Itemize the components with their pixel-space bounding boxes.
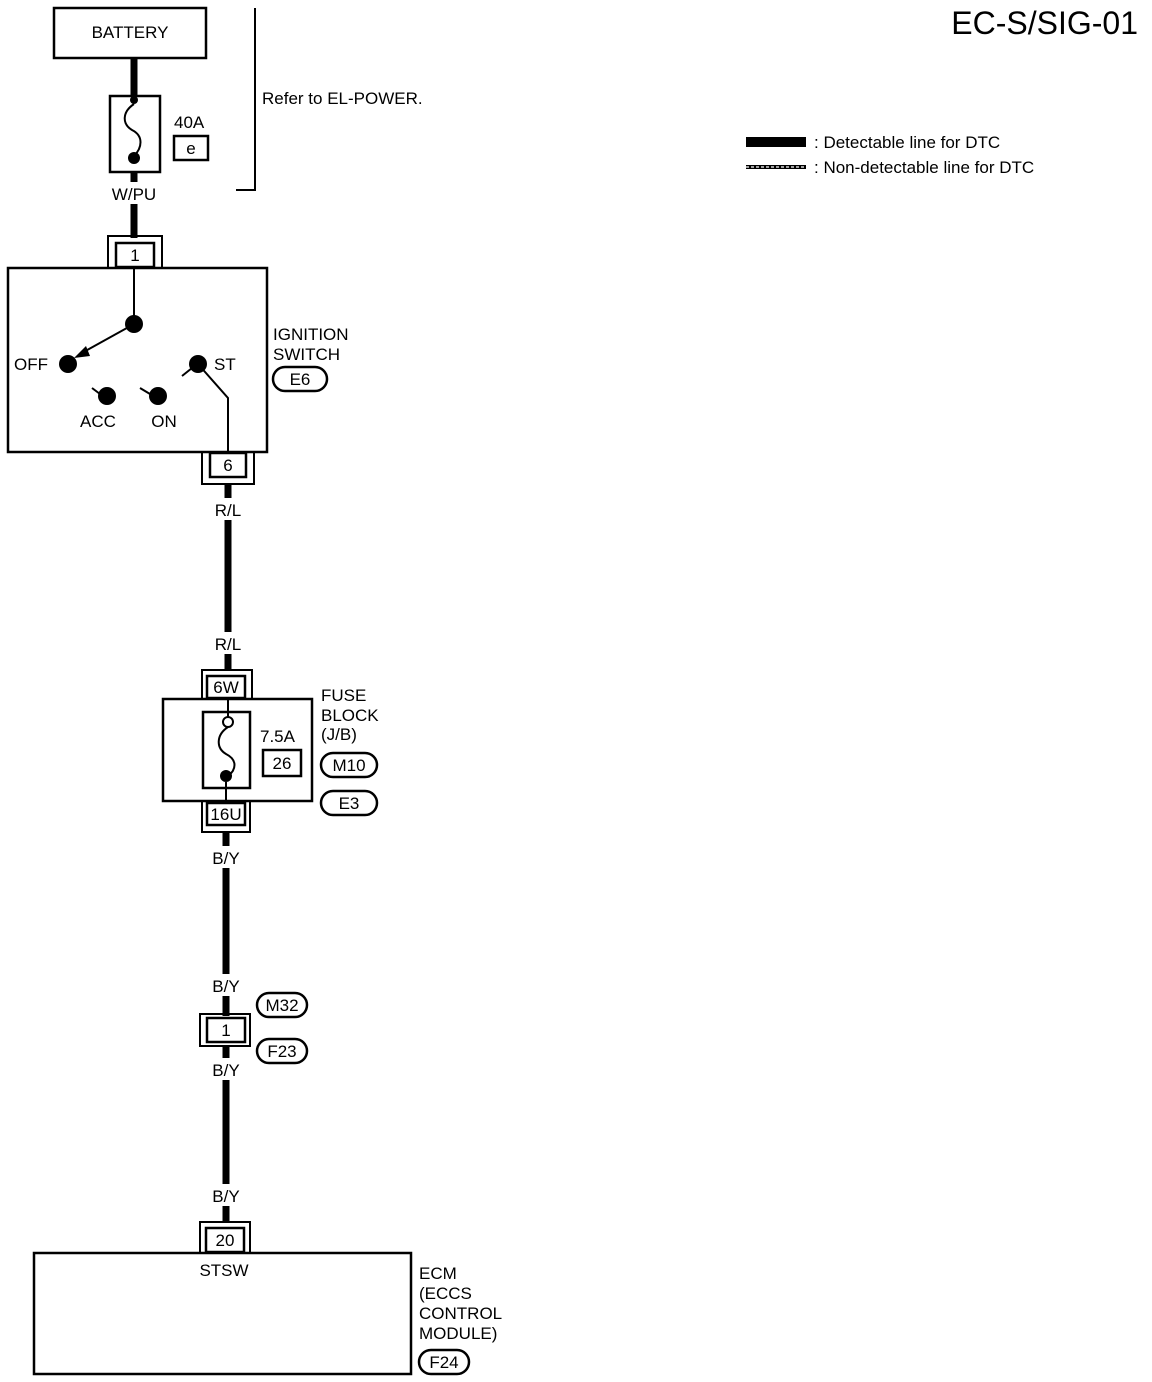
ecm-connector-badge [417, 1348, 471, 1376]
fusible-link-rating: 40A [174, 113, 205, 132]
wire-label-r-l-top: R/L [215, 501, 241, 520]
fuse-bottom-terminal [220, 770, 232, 782]
switch-arm-arrowhead [74, 346, 90, 358]
wire-label-bg [203, 1184, 249, 1206]
legend: : Detectable line for DTC : Non-detectab… [746, 133, 1034, 177]
pin-label: 16U [210, 805, 241, 824]
joint-housing-top [199, 1013, 251, 1030]
wire-label-bg [104, 182, 162, 204]
battery-label: BATTERY [92, 23, 169, 42]
ecm-name-line1: ECM [419, 1264, 457, 1283]
battery: BATTERY [52, 6, 208, 60]
ecm-connector: F24 [429, 1353, 458, 1372]
legend-non-detectable-label: : Non-detectable line for DTC [814, 158, 1034, 177]
switch-off-label: OFF [14, 355, 48, 374]
switch-st-lead [197, 363, 229, 452]
joint-connector-bottom-badge [255, 1037, 309, 1065]
fusible-link: 40A e [108, 94, 210, 174]
ecm-box [32, 1251, 413, 1376]
refer-bracket-line [236, 8, 256, 191]
fuse-block-name-line1: FUSE [321, 686, 366, 705]
refer-bracket: Refer to EL-POWER. [236, 8, 423, 191]
fuse-block-connector-2: E3 [339, 794, 360, 813]
switch-on-label: ON [151, 412, 177, 431]
ignition-switch-name-line2: SWITCH [273, 345, 340, 364]
wire-label-bg [206, 498, 250, 520]
wire-label-bg [206, 632, 250, 654]
switch-on-dot [149, 387, 167, 405]
ignition-switch-name-line1: IGNITION [273, 325, 349, 344]
ignition-switch-connector-badge [271, 365, 329, 393]
fusible-link-id-box [172, 134, 210, 162]
fuse-top-terminal [222, 716, 234, 728]
joint-connector-bottom: F23 [267, 1042, 296, 1061]
fuse-block-name-line2: BLOCK [321, 706, 379, 725]
ecm: STSW [32, 1251, 413, 1376]
connector-housing [199, 1221, 251, 1253]
wire-label-bg [203, 974, 249, 996]
page-title: EC-S/SIG-01 [951, 5, 1138, 41]
joint-pin-label: 1 [221, 1021, 230, 1040]
battery-box [52, 6, 208, 60]
fuse-rating: 7.5A [260, 727, 296, 746]
refer-note: Refer to EL-POWER. [262, 89, 423, 108]
fusible-link-id: e [186, 139, 195, 158]
switch-off-dot [59, 355, 77, 373]
ignition-switch-pin-out: 6 [201, 451, 255, 485]
ecm-terminal-name: STSW [199, 1261, 248, 1280]
ignition-switch: OFF ACC ON ST [6, 266, 269, 454]
joint-connector-top-badge [255, 991, 309, 1019]
fuse-number: 26 [273, 754, 292, 773]
switch-st-label: ST [214, 355, 236, 374]
fuse-block-pin-out: 16U [201, 801, 251, 833]
joint-pin-box [205, 1016, 247, 1044]
pin-label: 1 [130, 246, 139, 265]
wire-label-b-y-joint-in: B/Y [212, 977, 239, 996]
switch-st-stub [181, 367, 193, 377]
wire-label-b-y-joint-out: B/Y [212, 1061, 239, 1080]
legend-detectable-label: : Detectable line for DTC [814, 133, 1000, 152]
switch-arm [79, 323, 135, 355]
wire-label-w-pu: W/PU [112, 185, 156, 204]
fusible-link-top-terminal [130, 96, 138, 104]
wire-label-r-l-bottom: R/L [215, 635, 241, 654]
connector-housing [201, 669, 253, 699]
fuse-element-icon [217, 726, 236, 777]
legend-detectable-swatch [746, 137, 806, 147]
switch-acc-label: ACC [80, 412, 116, 431]
joint-connector: 1 [199, 1013, 251, 1047]
fuse-block-connector-2-badge [319, 789, 379, 817]
switch-on-stub [139, 387, 151, 395]
fuse-block-connector-1: M10 [332, 756, 365, 775]
fuse-number-box [261, 748, 303, 778]
fusible-link-element-icon [123, 103, 142, 157]
pin-box [205, 801, 247, 827]
fuse-block-pin-in: 6W [201, 669, 253, 700]
wire-label-bg [203, 846, 249, 868]
joint-connector-top: M32 [265, 996, 298, 1015]
pin-box [208, 451, 248, 479]
fuse-block-connector-1-badge [319, 751, 379, 779]
connector-housing [107, 235, 163, 268]
ignition-switch-box [6, 266, 269, 454]
ignition-switch-connector: E6 [290, 370, 311, 389]
pin-label: 20 [216, 1231, 235, 1250]
pin-label: 6W [213, 678, 239, 697]
wire-label-bg [203, 1058, 249, 1080]
wire-label-b-y-ecm-in: B/Y [212, 1187, 239, 1206]
wire-label-b-y-fuse-out: B/Y [212, 849, 239, 868]
fusible-link-bottom-terminal [128, 152, 140, 164]
ecm-name-line3: CONTROL [419, 1304, 502, 1323]
ecm-pin: 20 [199, 1221, 251, 1254]
ecm-name-line2: (ECCS [419, 1284, 472, 1303]
ecm-name-line4: MODULE) [419, 1324, 497, 1343]
switch-acc-dot [98, 387, 116, 405]
fuse-block-name-line3: (J/B) [321, 725, 357, 744]
pin-label: 6 [223, 456, 232, 475]
ignition-switch-pin-in: 1 [107, 235, 163, 269]
fuse-block: 7.5A 26 [161, 697, 314, 803]
